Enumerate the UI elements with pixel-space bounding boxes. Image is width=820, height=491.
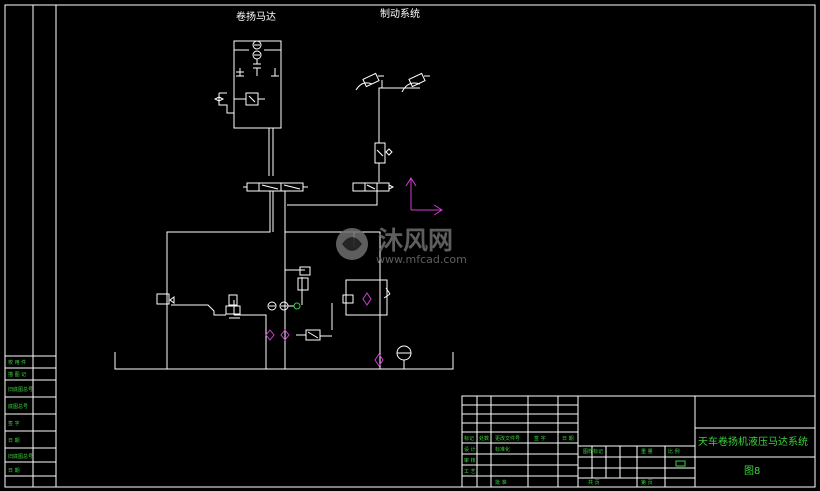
strip-cell-1: 描 图 记 [8, 371, 26, 378]
directional-valves [243, 182, 395, 192]
winch-motor-assembly [213, 40, 282, 176]
strip-cell-2: 旧底图总号 [8, 386, 33, 393]
strip-cell-4: 签 字 [8, 420, 20, 427]
hydraulic-reservoir [114, 352, 454, 370]
tb-cell-14: 第 页 [641, 479, 653, 486]
strip-cell-6: 旧底图总号 [8, 453, 33, 460]
tb-cell-4: 日 期 [562, 436, 574, 442]
watermark-brand: 沐风网 [378, 226, 453, 255]
drawing-mark: 图8 [744, 465, 760, 477]
pump-components [156, 266, 412, 369]
tb-cell-9: 批 准 [495, 479, 507, 486]
tb-cell-11: 重 量 [641, 448, 653, 455]
brake-system-assembly [355, 72, 430, 182]
ucs-axis-icon [405, 177, 443, 216]
watermark-url: www.mfcad.com [376, 253, 467, 266]
drawing-frame [4, 4, 816, 488]
tb-cell-12: 比 例 [668, 448, 680, 455]
strip-cell-7: 日 期 [8, 468, 20, 474]
strip-cell-5: 日 期 [8, 438, 20, 444]
tb-cell-3: 签 字 [534, 435, 546, 442]
tb-cell-7: 审 核 [464, 457, 476, 464]
tb-cell-10: 图样标记 [583, 448, 603, 455]
drawing-title: 天车卷扬机液压马达系统 [698, 435, 808, 448]
tb-cell-6: 标准化 [495, 446, 510, 453]
brake-system-label: 制动系统 [380, 7, 420, 20]
left-binding-strip: 校 用 件 描 图 记 旧底图总号 底图总号 签 字 日 期 旧底图总号 日 期 [5, 5, 56, 487]
tb-cell-5: 设 计 [464, 446, 476, 453]
strip-cell-0: 校 用 件 [8, 359, 26, 366]
tb-cell-13: 共 页 [588, 479, 600, 486]
tb-cell-1: 处数 [479, 435, 489, 442]
hydraulic-lines [166, 191, 381, 369]
tb-cell-2: 更改文件号 [495, 435, 520, 442]
strip-cell-3: 底图总号 [8, 403, 28, 410]
watermark-logo: 沐风网 www.mfcad.com [336, 226, 467, 266]
winch-motor-label: 卷扬马达 [236, 10, 276, 23]
title-block: 标记 处数 更改文件号 签 字 日 期 设 计 标准化 审 核 工 艺 批 准 … [461, 395, 816, 488]
tb-cell-8: 工 艺 [464, 469, 476, 475]
tb-cell-0: 标记 [464, 435, 474, 442]
